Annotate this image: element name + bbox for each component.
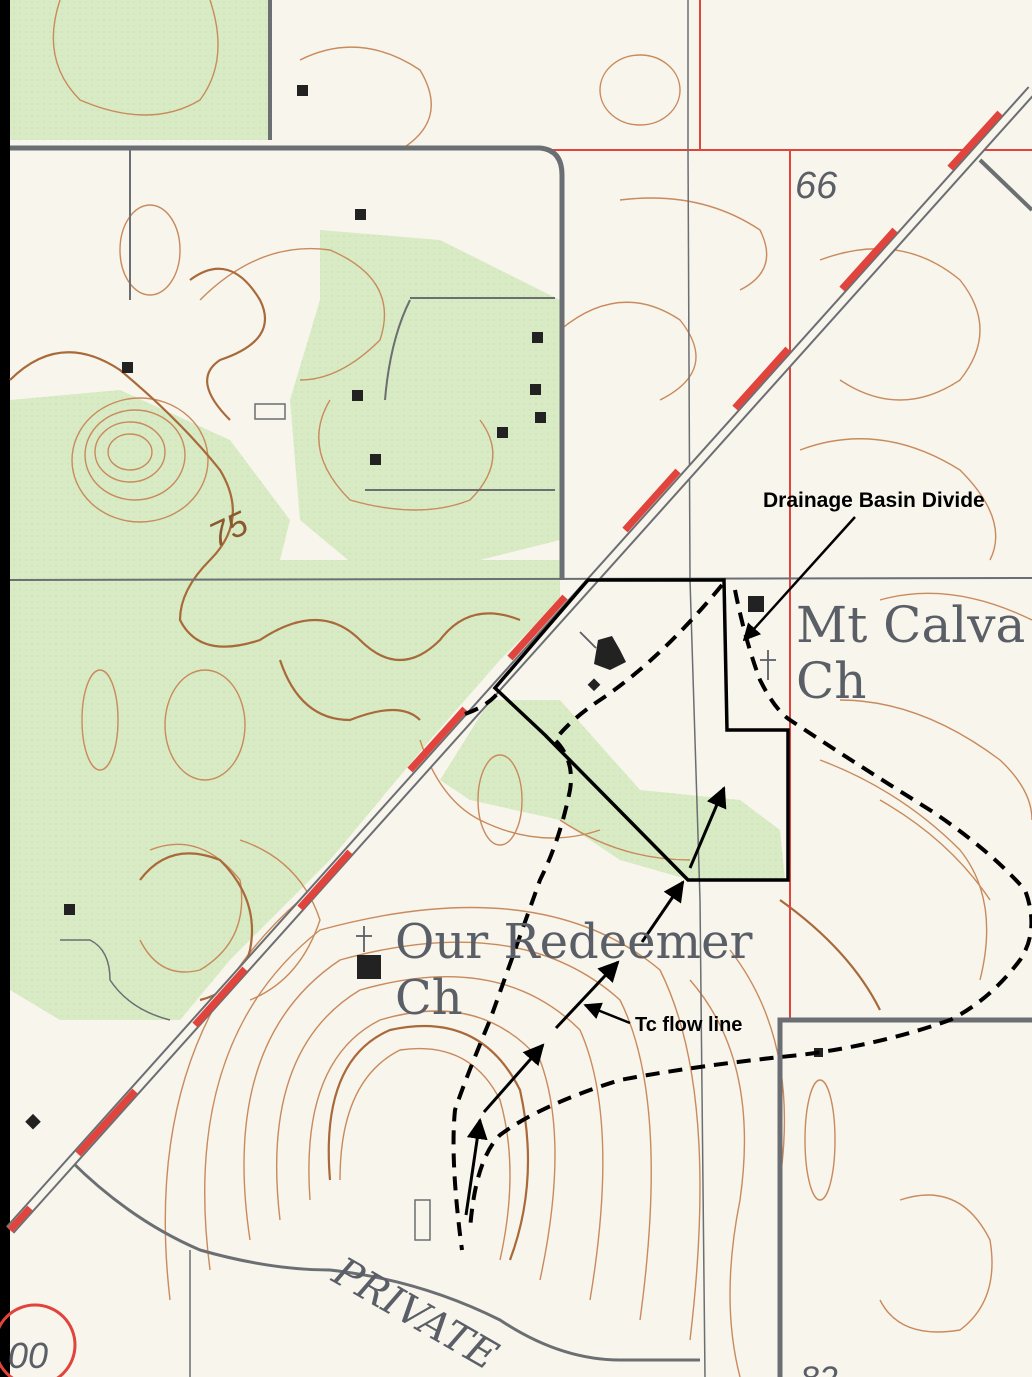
building <box>297 85 308 96</box>
tc-flow-line-label: Tc flow line <box>635 1014 742 1036</box>
building <box>497 427 508 438</box>
route-label-82: 82 <box>800 1360 838 1377</box>
divide-leader-arrow <box>742 516 856 642</box>
our-redeemer-ch-label: Ch <box>395 970 463 1026</box>
building <box>532 332 543 343</box>
sub-basin-boundary <box>492 578 790 882</box>
annotation-leaders <box>583 516 856 1025</box>
church-building <box>357 955 381 979</box>
building <box>535 412 546 423</box>
flow-arrow <box>464 1117 488 1216</box>
route-label-00: 00 <box>8 1335 48 1376</box>
building <box>355 209 366 220</box>
drainage-basin-divide <box>451 583 1032 1251</box>
route-label-66: 66 <box>795 165 838 207</box>
building <box>64 904 75 915</box>
building <box>370 454 381 465</box>
church-building <box>748 596 764 612</box>
vegetation-areas <box>10 0 785 1020</box>
contour-lines-south <box>164 899 786 1377</box>
church-cross-symbols <box>356 631 776 952</box>
tc-leader-arrow <box>583 1002 631 1025</box>
building <box>122 362 133 373</box>
flow-arrow <box>554 960 620 1030</box>
building <box>594 636 626 670</box>
flow-arrow <box>688 786 727 869</box>
building <box>530 384 541 395</box>
outline-buildings <box>254 403 431 1241</box>
contour-lines <box>52 0 1032 1333</box>
route-shield <box>0 1303 77 1377</box>
tc-flow-line <box>464 786 727 1216</box>
flow-arrow <box>640 880 685 943</box>
building <box>352 390 363 401</box>
our-redeemer-label: Our Redeemer <box>395 914 752 970</box>
mt-calvary-ch-label: Ch <box>796 652 866 710</box>
left-border-strip <box>0 0 10 1377</box>
drainage-basin-divide-label: Drainage Basin Divide <box>763 489 985 512</box>
flow-arrow <box>482 1043 545 1113</box>
mt-calvary-label: Mt Calva <box>796 596 1025 654</box>
section-lines <box>550 0 1032 1020</box>
building <box>587 678 601 692</box>
